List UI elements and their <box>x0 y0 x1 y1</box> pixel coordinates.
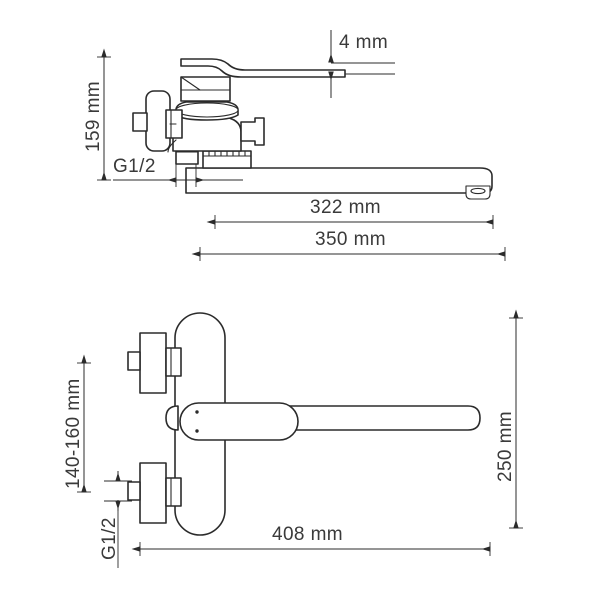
wall-connector-front-upper <box>127 332 182 394</box>
lever-handle-front <box>179 402 299 441</box>
dimension-4mm: 4 mm <box>328 30 395 98</box>
dimension-140-160mm-label: 140-160 mm <box>63 378 84 489</box>
spout-side <box>185 167 493 200</box>
dimension-4mm-label: 4 mm <box>339 32 388 53</box>
dimension-322mm: 322 mm <box>206 197 494 229</box>
dimension-250mm-label: 250 mm <box>495 411 516 482</box>
dimension-350mm-label: 350 mm <box>315 229 386 250</box>
front-view-group: 140-160 mm G1/2 250 mm <box>63 309 523 568</box>
side-view-group: 159 mm G1/2 4 mm <box>83 30 506 261</box>
wall-connector-front-lower <box>127 462 182 524</box>
wall-connector-side <box>132 90 183 153</box>
thread-label-side: G1/2 <box>113 156 243 187</box>
mixer-body-side <box>172 101 265 152</box>
dimension-322mm-label: 322 mm <box>310 197 381 218</box>
thread-label-side-text: G1/2 <box>113 156 156 177</box>
dimension-159mm-label: 159 mm <box>83 81 104 152</box>
dimension-408mm: 408 mm <box>131 524 491 556</box>
spout-swivel-nut-side <box>202 150 252 169</box>
thread-label-front-text: G1/2 <box>99 517 120 560</box>
thread-label-front: G1/2 <box>99 471 132 568</box>
dimension-250mm: 250 mm <box>495 309 523 529</box>
dimension-140-160mm: 140-160 mm <box>63 354 91 493</box>
dimension-159mm: 159 mm <box>83 48 111 181</box>
lever-handle-side <box>180 58 346 102</box>
swivel-pivot-front <box>165 405 179 431</box>
dimension-408mm-label: 408 mm <box>272 524 343 545</box>
dimension-350mm: 350 mm <box>191 229 506 261</box>
